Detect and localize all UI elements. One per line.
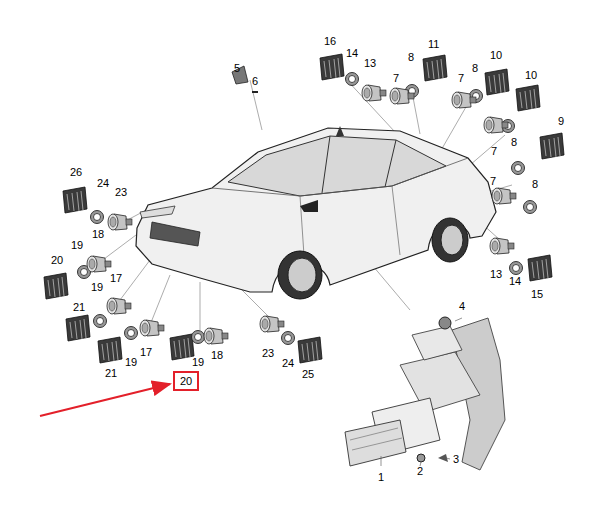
highlight-box: 20 [173,371,199,391]
callout-number: 15 [531,288,543,300]
callout-number: 25 [302,368,314,380]
callout-number: 7 [491,145,497,157]
callout-number: 3 [453,453,459,465]
callout-number: 20 [180,375,192,387]
callout-number: 10 [490,49,502,61]
callout-number: 4 [459,300,465,312]
callout-number: 9 [558,115,564,127]
callout-number: 10 [525,69,537,81]
callout-number: 16 [324,35,336,47]
callout-number: 7 [393,72,399,84]
callout-number: 26 [70,166,82,178]
callout-number: 7 [458,72,464,84]
callout-number: 19 [91,281,103,293]
callout-number: 17 [140,346,152,358]
callout-number: 20 [51,254,63,266]
callout-number: 24 [282,357,294,369]
callout-number: 18 [92,228,104,240]
callout-number: 2 [417,465,423,477]
callout-number: 18 [211,349,223,361]
callout-number: 8 [532,178,538,190]
callout-number: 11 [428,38,439,50]
callout-number: 8 [472,62,478,74]
callout-number: 19 [192,356,204,368]
callout-number: 19 [125,356,137,368]
callout-number: 13 [364,57,376,69]
callout-number: 21 [105,367,117,379]
callout-number: 23 [262,347,274,359]
callout-number: 24 [97,177,109,189]
callout-number: 13 [490,268,502,280]
callout-number: 6 [252,75,258,87]
callout-number: 5 [234,62,240,74]
callout-number: 1 [378,471,384,483]
callout-number: 17 [110,272,122,284]
callout-number: 14 [509,275,521,287]
callout-number: 19 [71,239,83,251]
callout-number: 8 [511,136,517,148]
callout-number: 23 [115,186,127,198]
callout-number: 8 [408,51,414,63]
callout-number: 14 [346,47,358,59]
callout-number: 7 [490,175,496,187]
callout-number: 21 [73,301,85,313]
